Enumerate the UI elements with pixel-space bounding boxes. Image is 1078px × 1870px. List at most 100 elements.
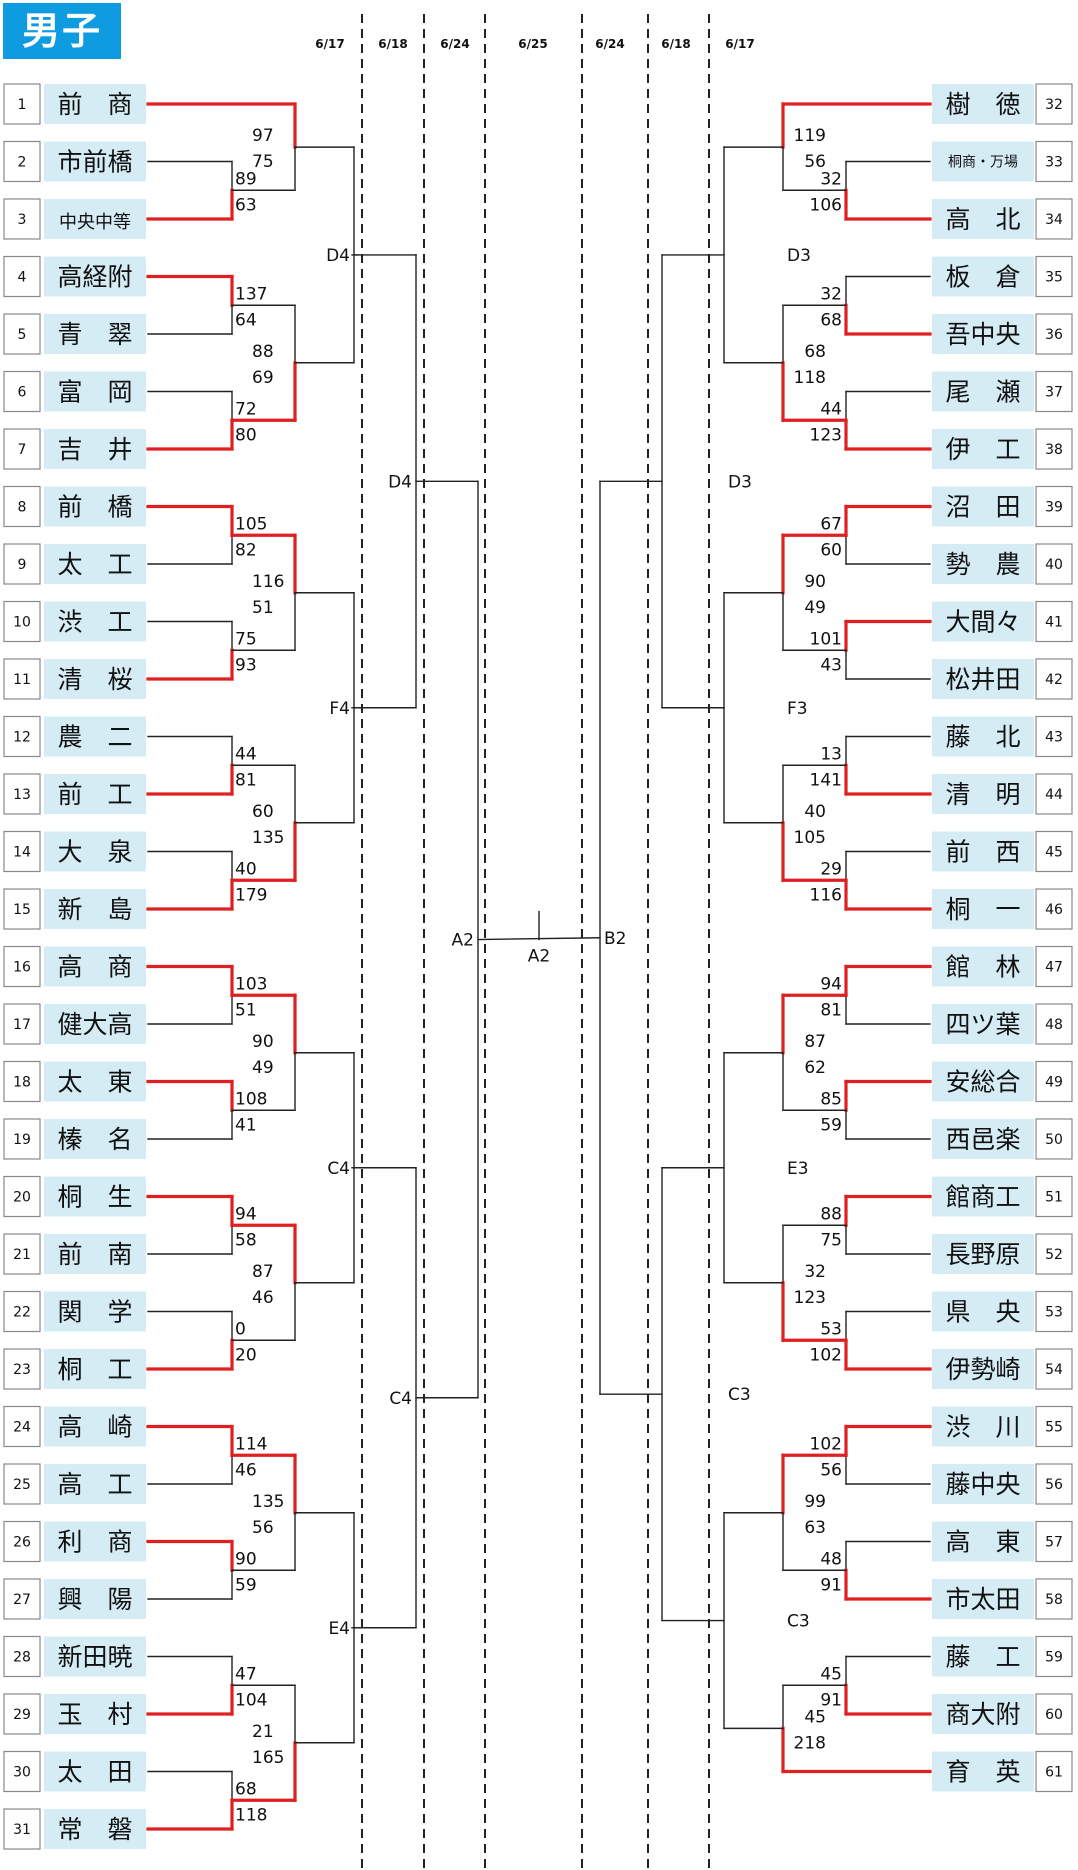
seed-number: 24	[13, 1420, 31, 1436]
seed-number: 60	[1045, 1707, 1063, 1723]
team-name-box	[932, 199, 1034, 239]
seed-number: 4	[18, 270, 27, 286]
team-name: 高 崎	[57, 1413, 132, 1442]
score: 118	[235, 1805, 267, 1825]
score: 123	[794, 1288, 826, 1308]
team-name: 利 商	[57, 1528, 132, 1557]
team-name: 青 翠	[57, 320, 132, 349]
seed-number-box	[1035, 1233, 1073, 1275]
seed-number: 44	[1045, 787, 1063, 803]
team-name-box	[932, 1291, 1034, 1332]
seed-number-box	[3, 1060, 41, 1103]
round-label: C4	[389, 1389, 412, 1409]
team-name: 渋 川	[945, 1413, 1020, 1442]
score: 62	[804, 1058, 826, 1078]
seed-number: 16	[13, 960, 31, 976]
seed-number-box	[1035, 1463, 1073, 1505]
team-name-box	[44, 141, 146, 182]
seed-number-box	[3, 1693, 41, 1735]
team-name: 安総合	[945, 1068, 1020, 1097]
score: 75	[252, 152, 274, 172]
score: 29	[820, 859, 842, 879]
seed-number: 42	[1045, 672, 1063, 688]
score: 105	[235, 514, 267, 534]
team-name-box	[44, 1119, 146, 1159]
date-left-r3: 6/24	[440, 37, 469, 51]
score: 105	[794, 828, 826, 848]
team-name-box	[44, 429, 146, 469]
seed-number-box	[3, 1750, 41, 1793]
team-name: 松井田	[945, 665, 1020, 694]
score: 82	[235, 540, 257, 560]
score: 56	[252, 1518, 274, 1538]
seed-number-box	[3, 198, 41, 240]
team-name: 高 工	[57, 1470, 132, 1499]
seed-number: 8	[18, 500, 27, 516]
team-name-box	[44, 1234, 146, 1274]
score: 137	[235, 284, 267, 304]
team-name: 藤中央	[945, 1470, 1020, 1499]
score: 179	[235, 885, 267, 905]
team-name-box	[44, 716, 146, 757]
score: 118	[794, 368, 826, 388]
team-name-box	[932, 1119, 1034, 1159]
seed-number-box	[1035, 1060, 1073, 1103]
round-label: E3	[787, 1159, 809, 1179]
seed-number-box	[1035, 1290, 1073, 1333]
seed-number: 6	[18, 385, 27, 401]
team-name-box	[932, 1521, 1034, 1562]
score: 135	[252, 828, 284, 848]
score: 20	[235, 1345, 257, 1365]
team-name: 太 田	[57, 1758, 132, 1787]
score: 94	[235, 1204, 257, 1224]
score: 165	[252, 1748, 284, 1768]
seed-number: 50	[1045, 1132, 1063, 1148]
team-name: 勢 農	[945, 550, 1020, 579]
seed-number: 30	[13, 1765, 31, 1781]
score: 51	[235, 1000, 257, 1020]
score: 141	[810, 770, 842, 790]
seed-number: 7	[18, 442, 27, 458]
seed-number: 38	[1045, 442, 1063, 458]
seed-number-box	[1035, 428, 1073, 470]
team-name-box	[44, 314, 146, 354]
team-name: 榛 名	[57, 1125, 132, 1154]
date-right-r2: 6/18	[661, 37, 690, 51]
seed-number-box	[1035, 1635, 1073, 1678]
seed-number: 32	[1045, 97, 1063, 113]
score: 81	[235, 770, 257, 790]
seed-number: 43	[1045, 730, 1063, 746]
seed-number-box	[1035, 945, 1073, 988]
score: 90	[235, 1549, 257, 1569]
team-name-box	[932, 1694, 1034, 1734]
score: 64	[235, 310, 257, 330]
seed-number: 46	[1045, 902, 1063, 918]
seed-number-box	[1035, 773, 1073, 815]
score: 67	[820, 514, 842, 534]
score: 68	[804, 342, 826, 362]
date-left-r2: 6/18	[378, 37, 407, 51]
seed-number-box	[3, 1808, 41, 1850]
team-name-box	[932, 1751, 1034, 1792]
seed-number-box	[3, 255, 41, 298]
score: 87	[252, 1262, 274, 1282]
round-label: F3	[787, 699, 808, 719]
team-name-box	[44, 1751, 146, 1792]
score: 44	[235, 744, 257, 764]
seed-number-box	[1035, 255, 1073, 298]
seed-number: 14	[13, 845, 31, 861]
seed-number: 19	[13, 1132, 31, 1148]
seed-number-box	[1035, 1750, 1073, 1793]
seed-number-box	[3, 140, 41, 183]
team-name-box	[932, 774, 1034, 814]
team-name-box	[44, 199, 146, 239]
score: 59	[235, 1575, 257, 1595]
seed-number-box	[3, 600, 41, 643]
seed-number: 39	[1045, 500, 1063, 516]
seed-number: 61	[1045, 1765, 1063, 1781]
seed-number-box	[1035, 370, 1073, 413]
team-name: 吾中央	[945, 320, 1020, 349]
score: 90	[252, 1032, 274, 1052]
seed-number: 58	[1045, 1592, 1063, 1608]
team-name: 農 二	[57, 723, 132, 752]
